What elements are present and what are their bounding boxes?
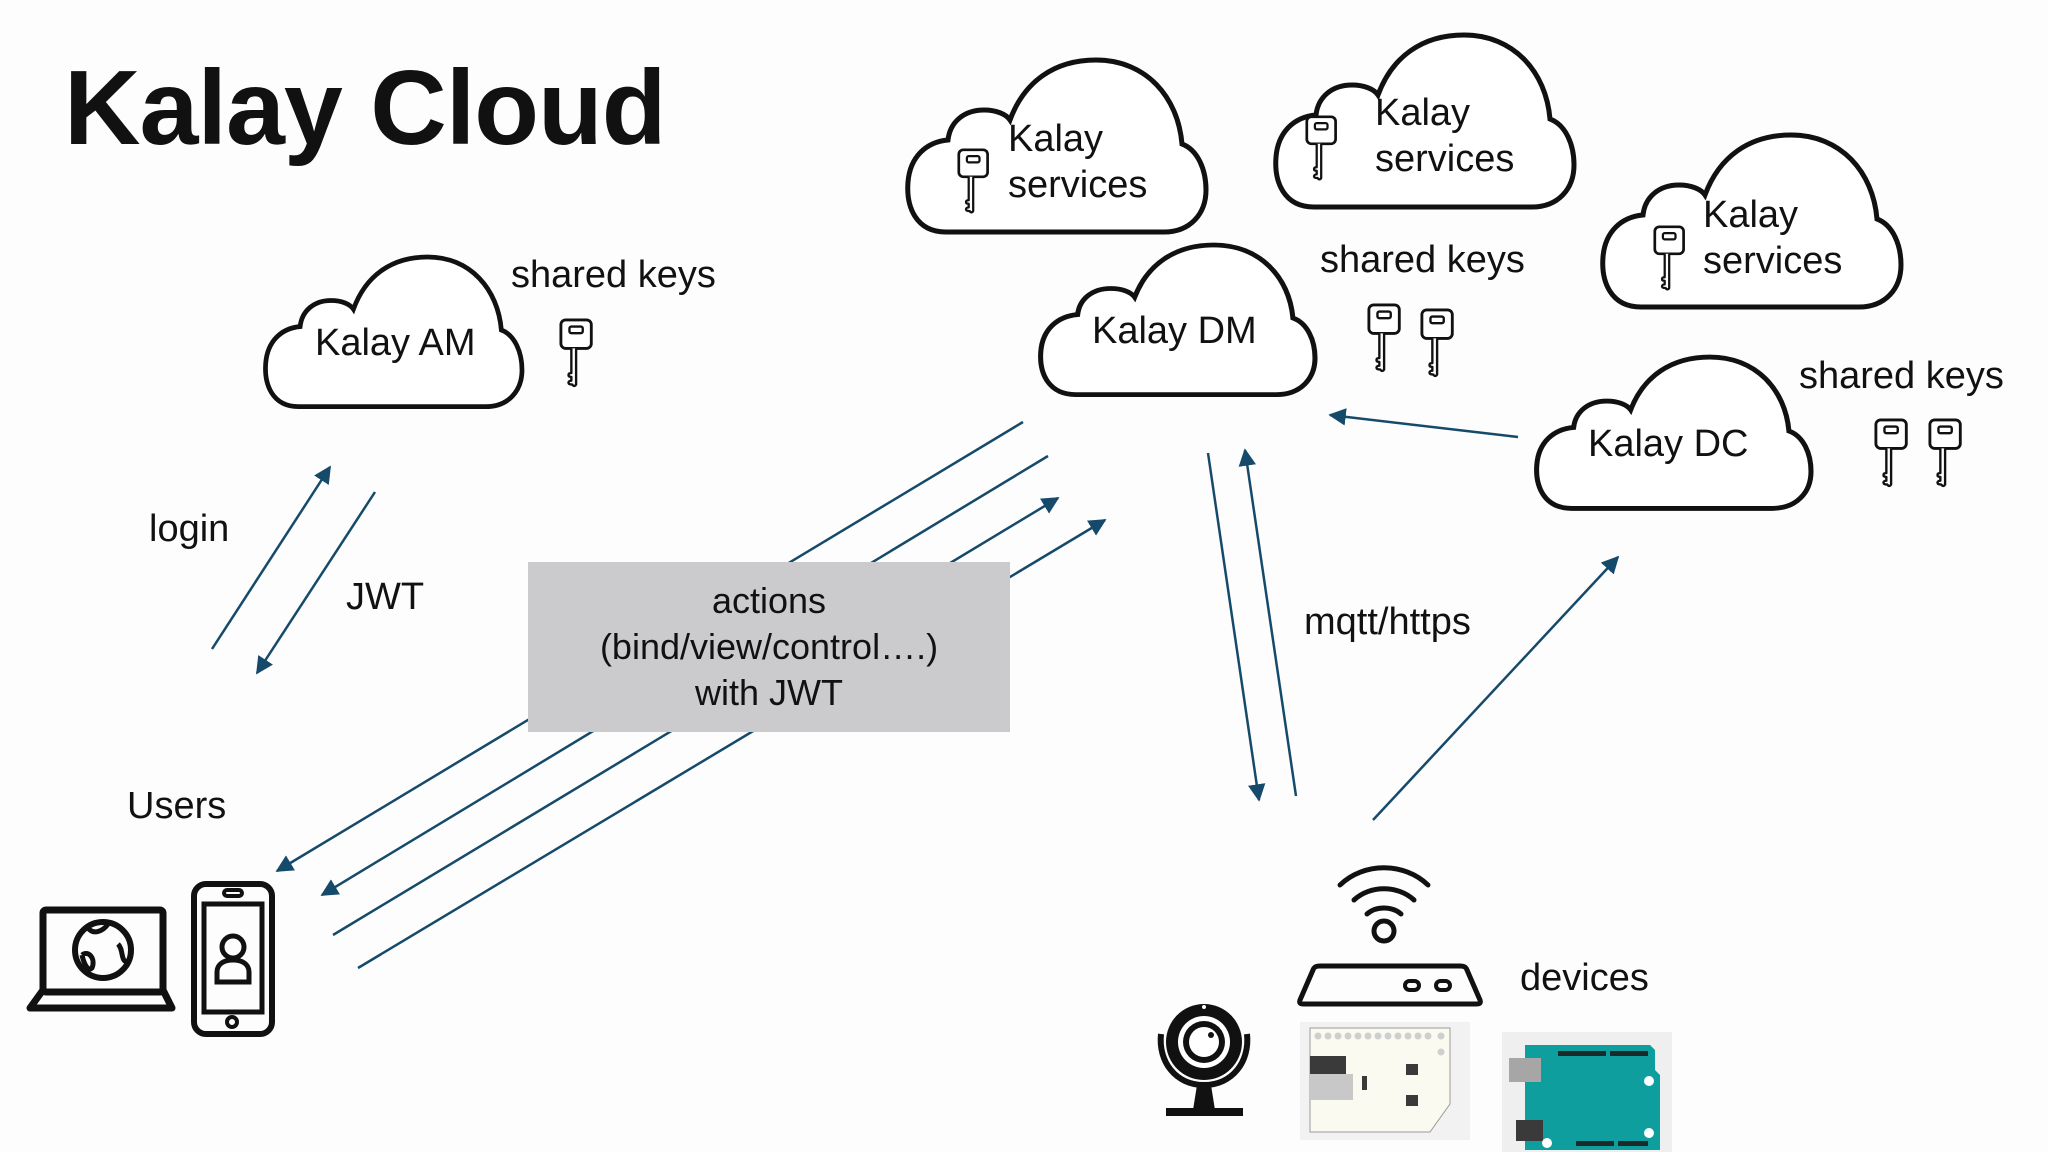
arrow-dc-to-dm [1328,408,1519,439]
webcam-icon [1157,1004,1251,1116]
services-line-1: Kalay [1008,118,1104,160]
services-line-2: services [1703,240,1843,282]
shared-keys-label-dm: shared keys [1320,239,1525,281]
services-line-1: Kalay [1375,92,1471,134]
cloud-label-kalay-dm: Kalay DM [1092,310,1257,352]
arrow-login [210,465,332,650]
mqtt-https-label: mqtt/https [1304,601,1471,643]
shared-key-icon-dm-2 [1420,308,1454,378]
devices-label: devices [1520,957,1649,999]
laptop-globe-icon [26,906,176,1012]
services-line-1: Kalay [1703,194,1799,236]
shared-key-icon-am [559,318,593,388]
arrow-devices-to-dc [1372,555,1620,821]
shared-keys-label-am: shared keys [511,254,716,296]
actions-line-2: (bind/view/control….) [599,626,939,667]
smartphone-user-icon [191,881,275,1037]
cloud-label-kalay-am: Kalay AM [315,322,476,364]
actions-line-1: actions [711,580,827,621]
page-title: Kalay Cloud [64,49,667,167]
wifi-router-icon [1297,865,1483,1007]
arrow-mqtt-down [1206,452,1266,802]
cloud-label-kalay-services-3: Kalay services [1703,192,1842,284]
shared-key-icon-dc-1 [1874,418,1908,488]
cloud-label-kalay-services-2: Kalay services [1375,90,1514,182]
arduino-board-icon [1502,1032,1672,1152]
actions-box: actions (bind/view/control….) with JWT [528,562,1010,732]
shared-keys-label-dc: shared keys [1799,355,2004,397]
shared-key-icon-dc-2 [1928,418,1962,488]
arrow-mqtt-up [1238,448,1298,797]
services-line-2: services [1008,164,1148,206]
login-label: login [149,508,230,550]
users-label: Users [127,785,227,827]
jwt-label: JWT [346,576,425,618]
cloud-label-kalay-dc: Kalay DC [1588,423,1749,465]
actions-line-3: with JWT [695,672,843,713]
circuit-board-icon [1300,1022,1470,1140]
shared-key-icon-dm-1 [1367,303,1401,373]
services-line-2: services [1375,138,1515,180]
arrow-jwt [255,491,377,675]
cloud-label-kalay-services-1: Kalay services [1008,116,1147,208]
